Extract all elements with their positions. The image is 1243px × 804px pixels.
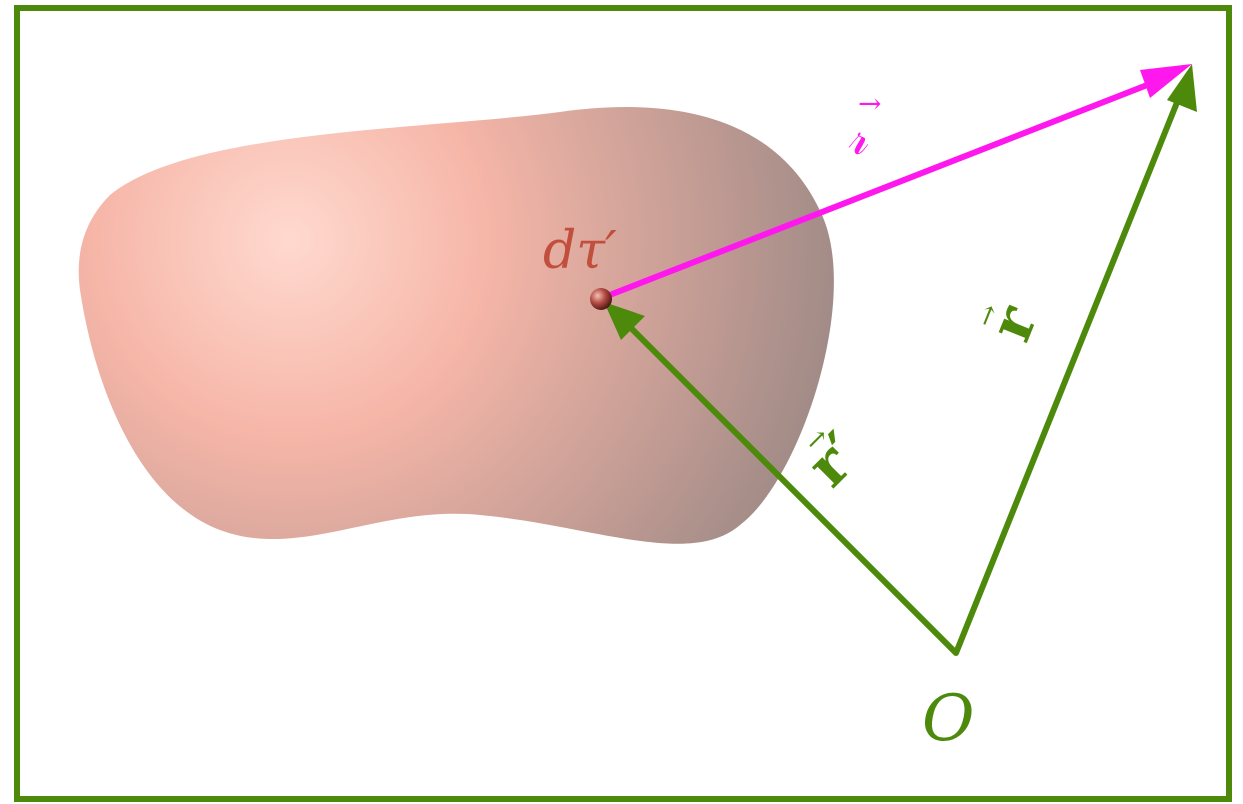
separation-vector-arrowhead — [1140, 64, 1192, 98]
source-position-vector-arrow — [625, 322, 959, 656]
source-position-vector-arrowhead — [604, 302, 645, 340]
position-vector-arrowhead — [1167, 64, 1197, 112]
charge-distribution-body — [78, 107, 834, 544]
volume-element-dot — [590, 288, 612, 310]
separation-vector-arrow-glyph: → — [858, 87, 881, 120]
separation-vector-arrow — [600, 77, 1162, 301]
volume-element-label: dτ′ — [543, 221, 617, 281]
origin-point — [953, 650, 959, 656]
position-vector-arrow — [953, 93, 1183, 655]
origin-label: O — [922, 682, 974, 756]
